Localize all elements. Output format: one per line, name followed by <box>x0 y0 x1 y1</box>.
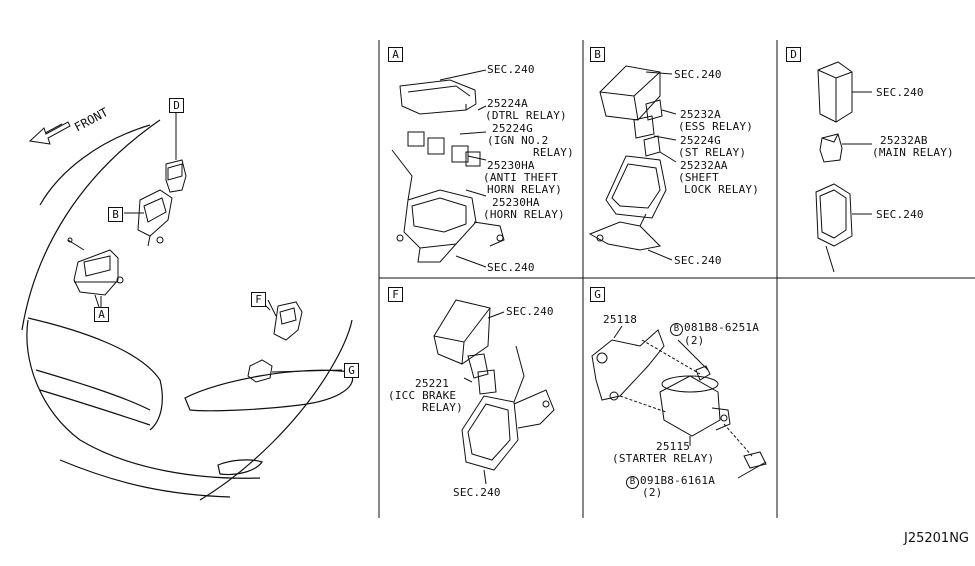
panel-a-fuse-box-body <box>391 149 505 268</box>
panel-d-letter: D <box>786 47 801 62</box>
panel-b-part1-num: 25232A <box>680 108 721 121</box>
panel-a-fuse-box-cover <box>399 69 487 115</box>
panel-a-part2-desc1: (IGN NO.2 <box>487 134 549 147</box>
panel-b-sec-bottom: SEC.240 <box>674 254 722 267</box>
panel-g-starter-relay <box>659 375 731 446</box>
panel-a-sec-top: SEC.240 <box>487 63 535 76</box>
vehicle-outline <box>21 119 354 501</box>
panel-a-part4-num: 25230HA <box>492 196 540 209</box>
bolt1-mark: B <box>670 323 683 336</box>
panel-g-bolt2-qty: (2) <box>642 486 663 499</box>
overview-box-a <box>67 237 124 311</box>
bolt2-num: 091B8-6161A <box>640 474 716 487</box>
front-arrow-icon <box>28 121 71 145</box>
panel-g-part2-desc: (STARTER RELAY) <box>612 452 715 465</box>
panel-g-bracket <box>591 325 665 401</box>
panel-g-part2-num: 25115 <box>656 440 691 453</box>
panel-d-part1-desc: (MAIN RELAY) <box>872 146 954 159</box>
callout-g: G <box>344 363 359 378</box>
panel-f-icc-relay <box>463 353 497 395</box>
panel-g-letter: G <box>590 287 605 302</box>
panel-d-part1-num: 25232AB <box>880 134 928 147</box>
panel-b-part3-desc2: LOCK RELAY) <box>684 183 760 196</box>
panel-a-part1-desc: (DTRL RELAY) <box>485 109 567 122</box>
overview-leaders <box>100 113 271 311</box>
panel-f-sec-top: SEC.240 <box>506 305 554 318</box>
panel-f-part1-desc1: (ICC BRAKE <box>388 389 457 402</box>
panel-b-cover <box>599 65 673 121</box>
panel-a-part4-desc: (HORN RELAY) <box>483 208 565 221</box>
panel-d-sec-top: SEC.240 <box>876 86 924 99</box>
panel-a-sec-bottom: SEC.240 <box>487 261 535 274</box>
panel-a-relays <box>407 105 487 197</box>
callout-a: A <box>94 307 109 322</box>
diagram-code: J25201NG <box>904 531 969 546</box>
callout-f: F <box>251 292 266 307</box>
panel-g-part1-num: 25118 <box>603 313 638 326</box>
panel-b-part3-desc1: (SHEFT <box>678 171 719 184</box>
panel-a-part2-desc2: RELAY) <box>533 146 574 159</box>
panel-f-part1-desc2: RELAY) <box>422 401 463 414</box>
panel-d-lower-box <box>815 183 872 273</box>
panel-b-part3-num: 25232AA <box>680 159 728 172</box>
bolt1-num: 081B8-6251A <box>684 321 760 334</box>
overview-box-g <box>247 359 343 383</box>
panel-f-letter: F <box>388 287 403 302</box>
panel-b-sec-top: SEC.240 <box>674 68 722 81</box>
panel-b-part2-num: 25224G <box>680 134 721 147</box>
panel-a-part1-num: 25224A <box>487 97 528 110</box>
panel-g-bolt1-qty: (2) <box>684 334 705 347</box>
panel-f-bracket <box>461 345 555 485</box>
panel-g-bolt-shapes <box>677 339 767 479</box>
panel-a-part3-num: 25230HA <box>487 159 535 172</box>
bolt2-mark: B <box>626 476 639 489</box>
panel-d-sec-bottom: SEC.240 <box>876 208 924 221</box>
panel-b-part1-desc: (ESS RELAY) <box>678 120 754 133</box>
overview-box-f <box>267 299 303 341</box>
panel-g-bolts <box>619 339 753 457</box>
callout-d: D <box>169 98 184 113</box>
panel-b-base <box>588 155 673 261</box>
panel-a-letter: A <box>388 47 403 62</box>
panel-f-sec-bottom: SEC.240 <box>453 486 501 499</box>
panel-a-part3-desc1: (ANTI THEFT <box>483 171 559 184</box>
overview-box-b <box>137 189 173 247</box>
panel-f-upper-relay <box>433 299 505 365</box>
panel-a-part2-num: 25224G <box>492 122 533 135</box>
panel-f-part1-num: 25221 <box>415 377 450 390</box>
panel-b-relays <box>633 99 677 163</box>
panel-a-part3-desc2: HORN RELAY) <box>487 183 563 196</box>
panel-grid <box>378 40 975 518</box>
panel-b-part2-desc: (ST RELAY) <box>678 146 747 159</box>
panel-d-upper-box <box>817 61 872 123</box>
panel-b-letter: B <box>590 47 605 62</box>
panel-d-main-relay <box>819 133 872 163</box>
callout-b: B <box>108 207 123 222</box>
overview-box-d <box>165 118 187 193</box>
